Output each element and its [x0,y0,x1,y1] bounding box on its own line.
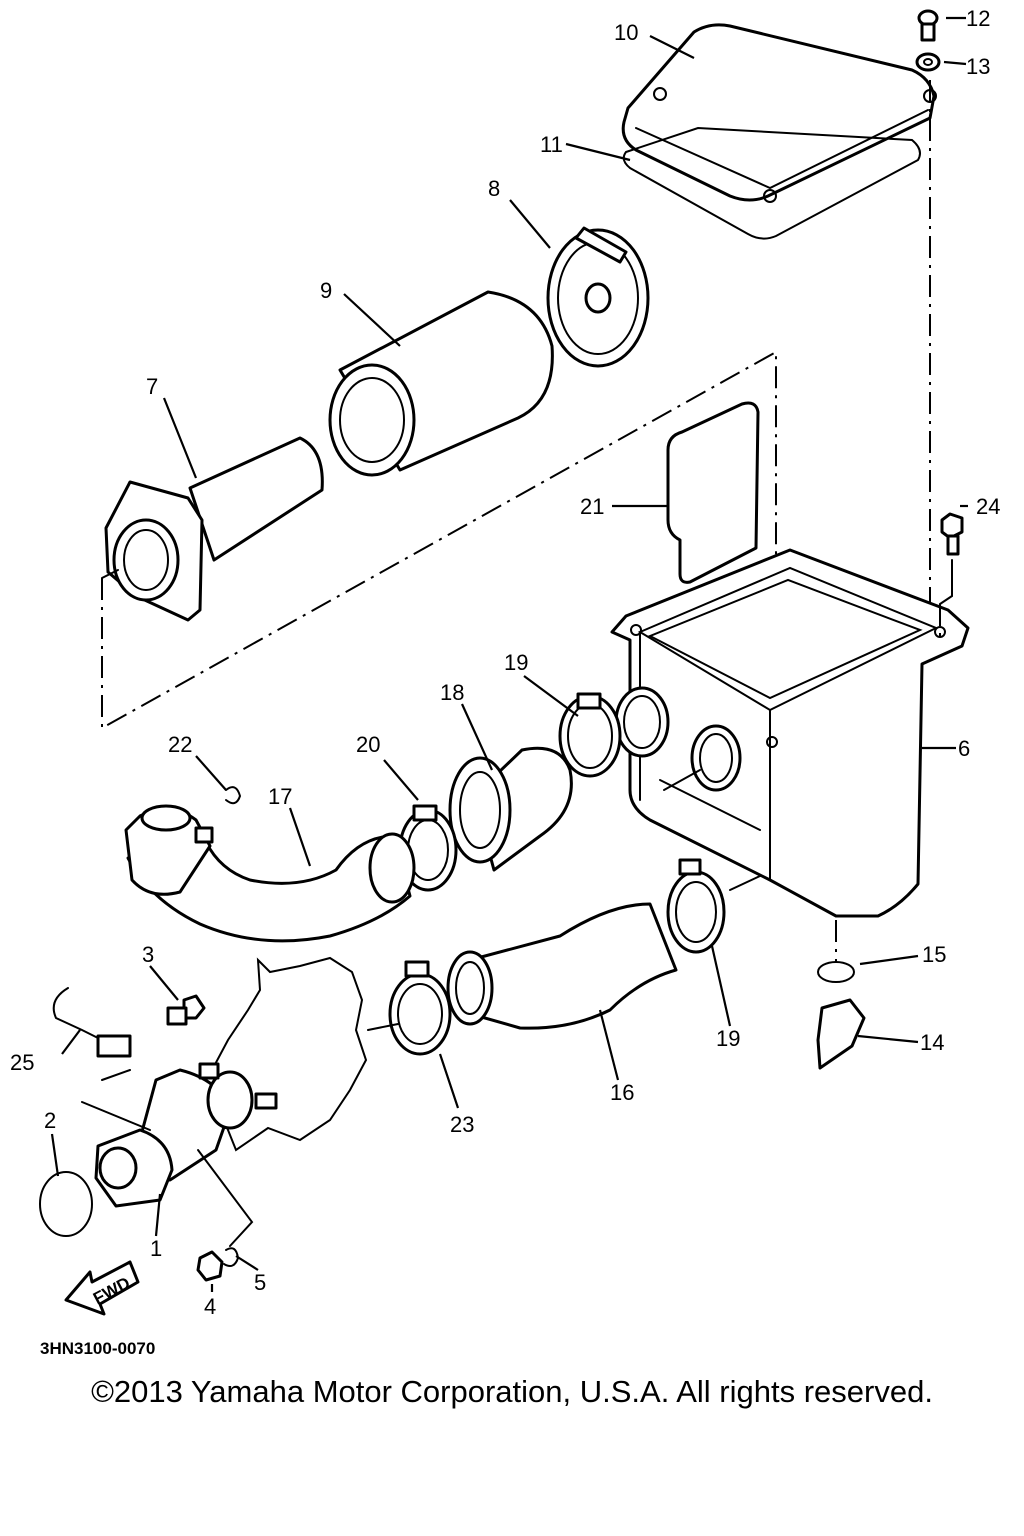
part-24-bolt [940,512,964,556]
callout-8: 8 [488,176,500,201]
part-6-airbox-case [610,548,970,918]
callout-24: 24 [976,494,1000,519]
part-18-joint [448,746,573,872]
part-16-lower-joint [446,902,678,1030]
callout-17: 17 [268,784,292,809]
part-11-cover-gasket [622,126,921,240]
callout-7: 7 [146,374,158,399]
part-1-carburetor-joint [94,1062,278,1208]
part-3-screw [166,994,206,1026]
callout-12: 12 [966,6,990,31]
part-13-washer [915,52,941,72]
callout-numbers: 1 2 3 4 5 6 7 8 9 10 11 12 13 14 15 16 1… [10,6,1000,1319]
engine-case-outline [210,956,368,1152]
callout-21: 21 [580,494,604,519]
part-4-nut [196,1250,224,1282]
callout-1: 1 [150,1236,162,1261]
drawing-code: 3HN3100-0070 [40,1339,155,1358]
callout-15: 15 [922,942,946,967]
leader-lines [50,16,968,1292]
callout-22: 22 [168,732,192,757]
part-7-element-guide [104,436,324,622]
part-9-filter-element [328,290,554,477]
part-8-element-cap [546,226,650,368]
callout-9: 9 [320,278,332,303]
callout-20: 20 [356,732,380,757]
callout-18: 18 [440,680,464,705]
part-25-harness-clip [52,987,132,1058]
part-17-intake-duct [124,804,416,943]
part-2-o-ring [39,1171,93,1237]
callout-5: 5 [254,1270,266,1295]
callout-2: 2 [44,1108,56,1133]
callout-11: 11 [540,132,563,157]
callout-3: 3 [142,942,154,967]
callout-23: 23 [450,1112,474,1137]
assembly-outline [101,350,777,730]
callout-13: 13 [966,54,990,79]
copyright-notice: ©2013 Yamaha Motor Corporation, U.S.A. A… [91,1374,933,1409]
part-12-screw [917,9,939,42]
callout-14: 14 [920,1030,944,1055]
callout-19-upper: 19 [504,650,528,675]
part-21-plate [666,401,760,584]
part-19-clamp-upper [558,692,622,778]
part-10-airbox-cover [621,23,937,203]
part-22-clip [225,786,242,805]
callout-19-lower: 19 [716,1026,740,1051]
part-23-clamp [388,960,452,1056]
callout-10: 10 [614,20,638,45]
part-15-clamp-ring [817,920,855,983]
part-19-clamp-lower [666,858,726,954]
callout-16: 16 [610,1080,634,1105]
callout-4: 4 [204,1294,216,1319]
callout-6: 6 [958,736,970,761]
fwd-arrow: FWD [64,1260,140,1316]
part-14-drain-pipe [816,998,866,1070]
callout-25: 25 [10,1050,34,1075]
